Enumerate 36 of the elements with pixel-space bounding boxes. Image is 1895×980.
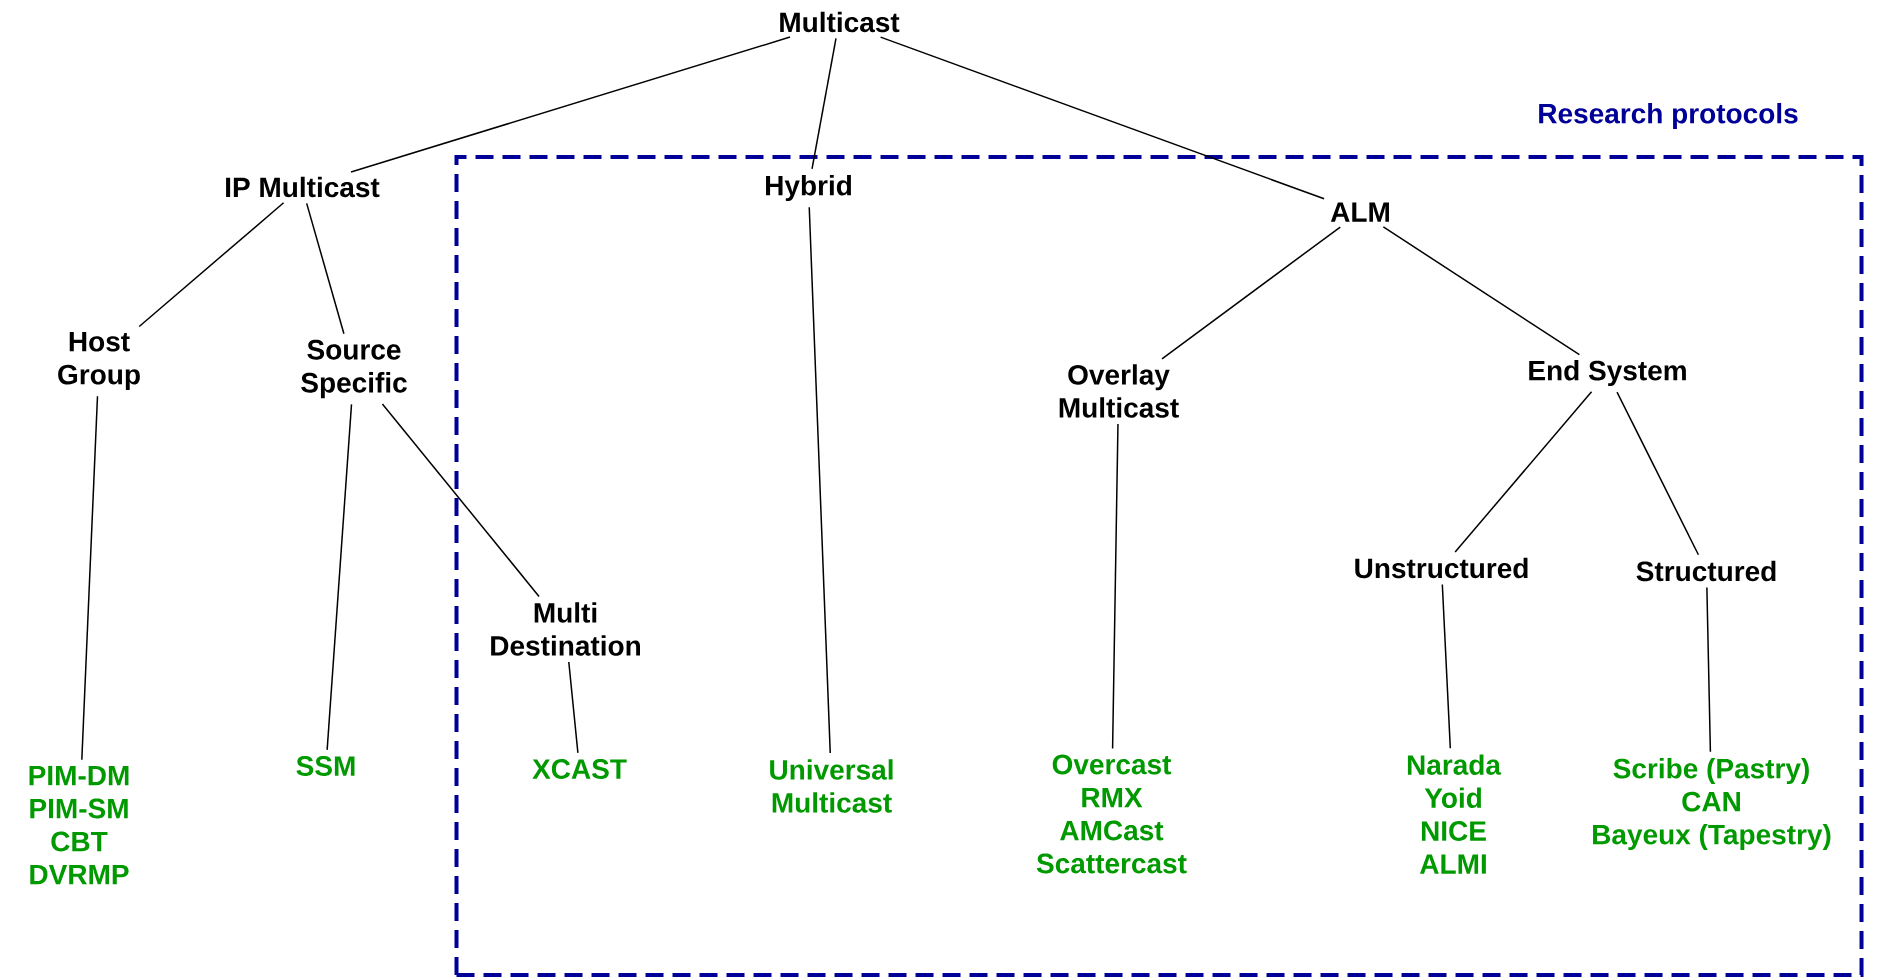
connector-line [81,395,99,761]
group-heading: Research protocols [1539,102,1798,130]
connector-line [305,202,345,335]
connector-line [1454,391,1593,553]
protocol-list: XCAST [532,759,627,779]
protocol-list: Overcast RMX AMCast Scattercast [1036,754,1187,874]
category-label: Structured [1636,560,1776,582]
category-label: Host Group [58,331,140,391]
protocol-list: PIM-DM PIM-SM CBT DVRMP [29,765,129,885]
connector-line [1111,423,1119,750]
connector-line [326,403,353,751]
connector-line [1616,391,1700,556]
category-label: End System [1529,359,1686,387]
connector-line [879,36,1325,200]
category-label: Source Specific [301,339,407,399]
category-label: Unstructured [1355,557,1528,579]
connector-line [350,36,791,173]
connector-line [808,206,831,754]
connector-line [1161,226,1341,360]
category-label: Multicast [780,11,900,33]
category-label: Multi Destination [491,602,640,656]
category-label: Overlay Multicast [1059,364,1179,418]
connector-line [811,37,837,170]
category-label: ALM [1330,202,1389,222]
category-label: IP Multicast [226,176,380,198]
connector-line [1441,583,1452,749]
protocol-list: Scribe (Pastry) CAN Bayeux (Tapestry) [1593,757,1831,851]
protocol-list: SSM [296,756,355,776]
connector-line [1382,226,1581,356]
connector-line [138,202,285,328]
protocol-list: Universal Multicast [770,759,893,813]
connector-line [381,403,540,598]
connector-line [568,661,579,754]
category-label: Hybrid [766,174,851,202]
connector-line [1706,586,1712,753]
protocol-list: Narada Yoid NICE ALMI [1407,754,1502,874]
